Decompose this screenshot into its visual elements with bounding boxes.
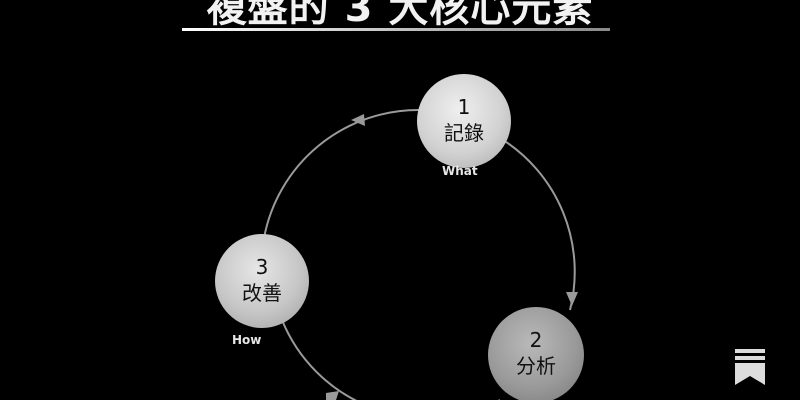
how-label: How	[232, 333, 262, 347]
node-number: 3	[255, 255, 269, 279]
cycle-arc-3-to-1	[263, 108, 421, 239]
cycle-arrowhead-top-left	[351, 114, 365, 126]
cycle-node-analyze: 2 分析	[488, 307, 584, 400]
title-underline	[182, 28, 610, 31]
node-label: 分析	[516, 354, 556, 378]
node-number: 2	[529, 328, 543, 352]
cycle-node-improve: 3 改善	[215, 234, 309, 328]
cycle-arrowhead-bottom	[326, 391, 339, 400]
what-label: What	[442, 164, 478, 178]
cycle-arc-1-to-2	[499, 137, 576, 311]
bookmark-icon[interactable]	[735, 349, 765, 385]
cycle-arrowhead-right	[566, 292, 578, 306]
node-label: 記錄	[444, 121, 484, 145]
cycle-arc-2-to-3	[281, 319, 500, 400]
node-label: 改善	[242, 281, 282, 305]
node-number: 1	[457, 95, 471, 119]
page-title: 複盤的 3 大核心元素	[206, 0, 594, 31]
cycle-node-record: 1 記錄	[417, 74, 511, 168]
